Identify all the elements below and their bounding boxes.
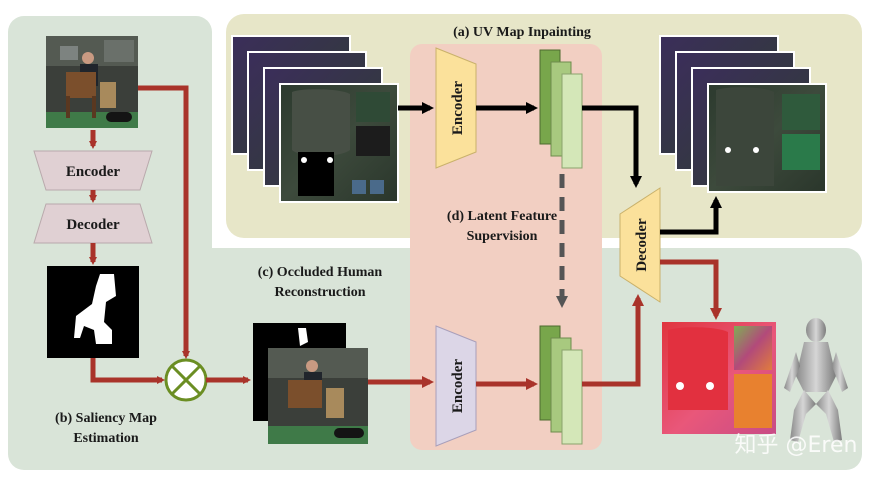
label-occluded-human-2: Reconstruction bbox=[275, 285, 366, 300]
uv-encoder-block: Encoder bbox=[435, 47, 477, 169]
saliency-mask-image bbox=[47, 266, 139, 358]
label-saliency-map-2: Estimation bbox=[73, 431, 139, 446]
shared-decoder-block: Decoder bbox=[619, 187, 661, 303]
uv-encoder-label: Encoder bbox=[450, 81, 466, 136]
fusion-operator-icon bbox=[164, 358, 208, 402]
label-uv-map-inpainting: (a) UV Map Inpainting bbox=[453, 25, 591, 40]
shared-decoder-label: Decoder bbox=[634, 218, 650, 272]
reconstructed-human-mesh bbox=[784, 318, 848, 442]
reconstruction-flow-arrows bbox=[368, 259, 722, 390]
occluded-photo bbox=[268, 348, 368, 444]
label-latent-feature-supervision-2: Supervision bbox=[467, 229, 538, 244]
occluded-encoder-label: Encoder bbox=[450, 359, 466, 414]
saliency-decoder-block: Decoder bbox=[33, 203, 153, 244]
saliency-encoder-block: Encoder bbox=[33, 150, 153, 191]
inpainted-uv-map-stack bbox=[659, 35, 827, 193]
label-occluded-human-1: (c) Occluded Human bbox=[258, 265, 383, 280]
label-saliency-map-1: (b) Saliency Map bbox=[55, 411, 157, 426]
saliency-decoder-label: Decoder bbox=[66, 217, 120, 233]
occluded-feature-stack bbox=[539, 325, 583, 445]
saliency-flow-arrows bbox=[89, 85, 251, 384]
label-latent-feature-supervision-1: (d) Latent Feature bbox=[447, 209, 557, 224]
input-photo bbox=[46, 36, 138, 128]
reconstructed-uv-map bbox=[662, 322, 776, 434]
occluded-encoder-block: Encoder bbox=[435, 325, 477, 447]
partial-uv-map-stack bbox=[231, 35, 399, 203]
uv-feature-stack bbox=[539, 49, 583, 169]
saliency-encoder-label: Encoder bbox=[66, 164, 121, 180]
inpainting-flow-arrows bbox=[398, 102, 722, 235]
watermark: 知乎 @Eren bbox=[735, 433, 858, 458]
panel-saliency-and-reconstruction bbox=[8, 16, 862, 470]
